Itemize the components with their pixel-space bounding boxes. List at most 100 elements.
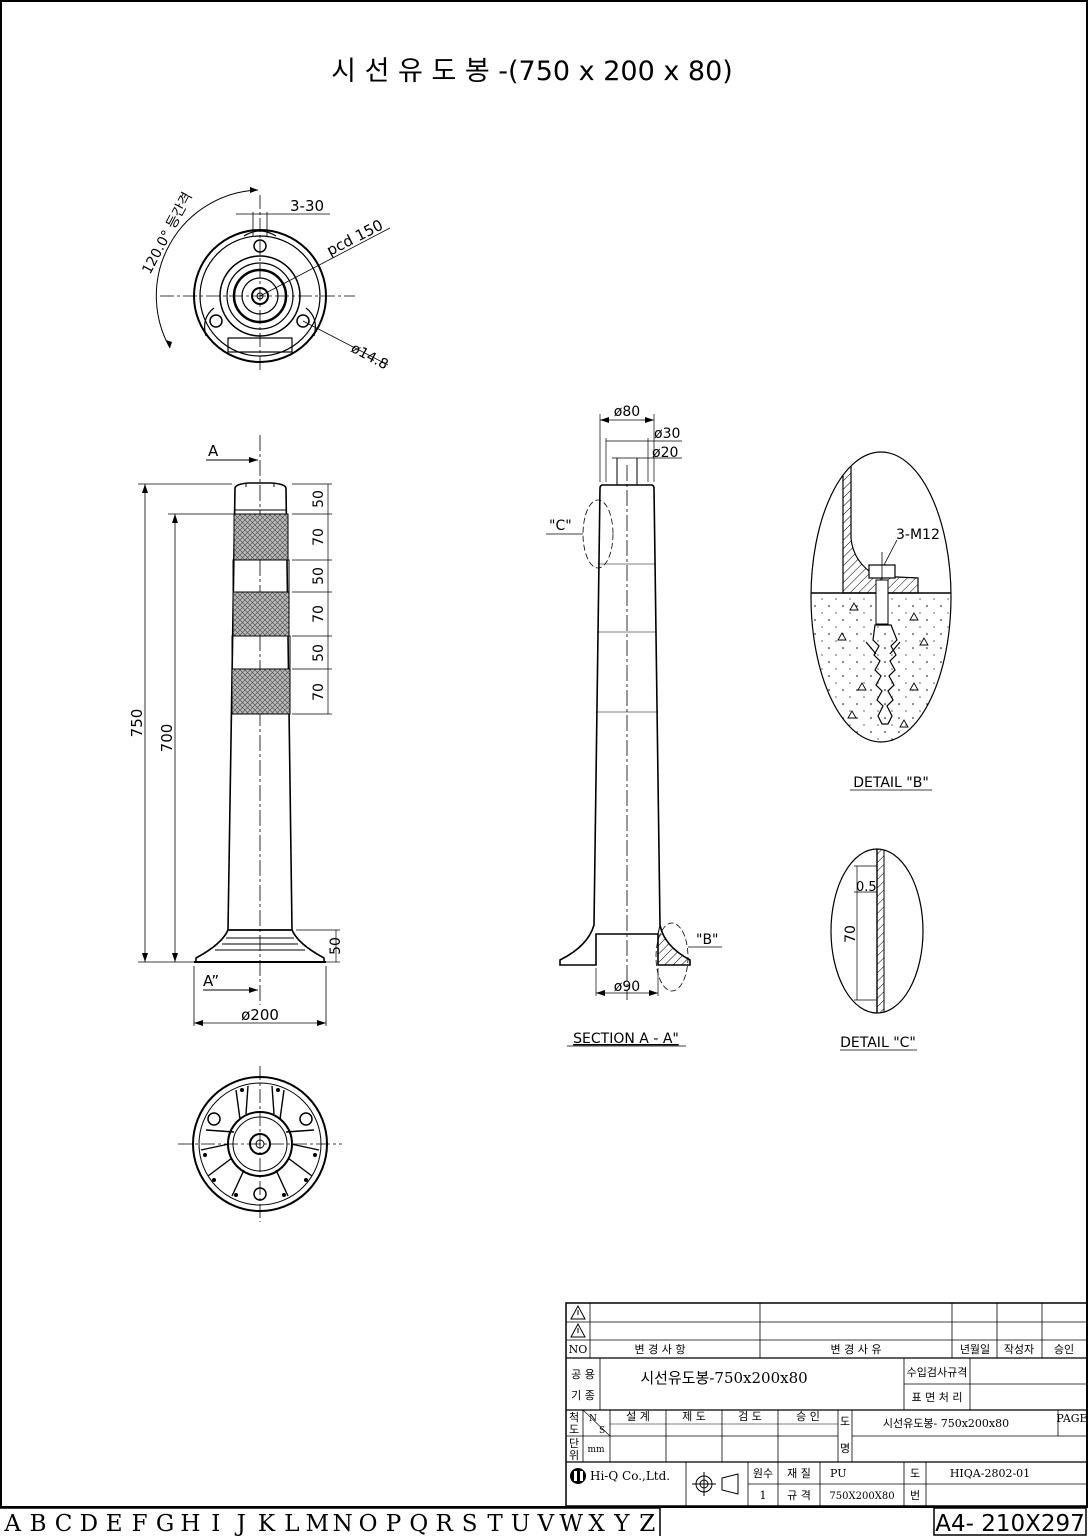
tb-spec: 750X200X80 xyxy=(829,1491,894,1502)
band-dimensions: 50 70 50 70 50 70 xyxy=(292,483,332,715)
reflective-band-1 xyxy=(233,513,289,561)
tb-unit-value: mm xyxy=(587,1445,605,1455)
footer-letter: T xyxy=(487,1511,503,1536)
company-logo-icon xyxy=(570,1468,586,1484)
footer-letter: R xyxy=(436,1511,454,1536)
tb-approval: 승 인 xyxy=(796,1410,820,1423)
band-dim-5: 50 xyxy=(311,644,327,662)
tb-drawing-no-label: 도 xyxy=(910,1467,920,1480)
tb-spec-label: 규 격 xyxy=(787,1489,811,1502)
tb-inspection-spec: 수입검사규격 xyxy=(907,1366,968,1379)
detail-c-thickness: 0.5 xyxy=(856,880,877,895)
tb-no: NO xyxy=(569,1343,588,1356)
section-base-diameter: ø90 xyxy=(614,979,640,995)
tb-product-name: 시선유도봉-750x200x80 xyxy=(640,1369,807,1387)
tb-scale-b: 도 xyxy=(569,1423,579,1436)
tb-drafting: 제 도 xyxy=(682,1410,706,1423)
footer-letter: U xyxy=(511,1511,530,1536)
tb-standard: 기 종 xyxy=(571,1389,595,1402)
callout-c: "C" xyxy=(549,518,572,534)
tb-number-label: 번 xyxy=(910,1489,920,1502)
footer-letter: N xyxy=(333,1511,353,1536)
base-diameter-dim: ø200 xyxy=(241,1006,279,1024)
reflective-band-2 xyxy=(232,591,290,637)
detail-c-length: 70 xyxy=(843,925,859,943)
front-view: A A” 750 700 50 70 50 70 50 xyxy=(128,435,344,1026)
tb-review: 검 도 xyxy=(738,1410,762,1423)
footer-letter: X xyxy=(588,1511,605,1536)
tb-change-items: 변 경 사 항 xyxy=(635,1343,686,1356)
footer-letter: S xyxy=(462,1511,478,1536)
dim-700: 700 xyxy=(158,724,176,753)
tb-author: 작성자 xyxy=(1004,1343,1034,1356)
footer-letter: E xyxy=(106,1511,123,1536)
tb-approve: 승인 xyxy=(1054,1343,1074,1356)
tb-change-reason: 변 경 사 유 xyxy=(831,1343,882,1356)
title-block: NO 변 경 사 항 변 경 사 유 년월일 작성자 승인 공 용 기 종 시선… xyxy=(565,1302,1088,1507)
footer-letter: O xyxy=(359,1511,378,1536)
footer-letter: P xyxy=(386,1511,401,1536)
callout-b: "B" xyxy=(696,932,718,948)
footer-letter: B xyxy=(30,1511,47,1536)
tb-unit-a: 단 xyxy=(569,1437,579,1450)
hole-diameter-label: ø14.8 xyxy=(348,340,391,373)
footer-letter: F xyxy=(132,1511,148,1536)
tb-qty: 1 xyxy=(760,1489,767,1502)
footer-letter: Y xyxy=(613,1511,630,1536)
footer-letter: L xyxy=(284,1511,299,1536)
detail-b-caption: DETAIL "B" xyxy=(853,775,929,791)
footer-letter: H xyxy=(180,1511,200,1536)
footer-letter: D xyxy=(80,1511,98,1536)
band-dim-2: 70 xyxy=(311,528,327,546)
band-dim-3: 50 xyxy=(311,567,327,585)
bolt-count-label: 3-30 xyxy=(290,197,324,215)
tb-name-label: 명 xyxy=(840,1442,850,1455)
detail-b-bolt-label: 3-M12 xyxy=(896,527,940,543)
tb-usage: 공 용 xyxy=(571,1368,595,1381)
footer-letter: C xyxy=(55,1511,73,1536)
section-view: ø80 ø30 ø20 "C" "B" ø90 SECTION A - A" xyxy=(546,404,722,1047)
section-mark-bottom: A” xyxy=(203,972,219,990)
tb-company: Hi-Q Co.,Ltd. xyxy=(590,1469,670,1483)
footer-letter: V xyxy=(536,1511,554,1536)
dim-750: 750 xyxy=(128,709,146,738)
tb-surface: 표 면 처 리 xyxy=(912,1391,963,1404)
band-dim-6: 70 xyxy=(311,683,327,701)
section-inner-diameter-2: ø20 xyxy=(652,445,678,461)
projection-symbol-icon xyxy=(692,1472,739,1496)
tb-s: S xyxy=(599,1426,605,1436)
tb-scale-a: 척 xyxy=(569,1411,579,1424)
base-height-dim: 50 xyxy=(328,937,344,955)
tb-page: PAGE xyxy=(1056,1412,1087,1425)
drawing-title: 시 선 유 도 봉 -(750 x 200 x 80) xyxy=(331,56,733,87)
section-top-diameter: ø80 xyxy=(614,404,640,420)
footer-letter: A xyxy=(3,1511,21,1536)
angle-label: 120.0° 등간격 xyxy=(139,190,195,277)
band-dim-4: 70 xyxy=(311,605,327,623)
footer-letter: Q xyxy=(409,1511,428,1536)
tb-drawing-no: HIQA-2802-01 xyxy=(950,1467,1030,1480)
footer-letter: W xyxy=(559,1511,583,1536)
tb-material-label: 재 질 xyxy=(787,1467,811,1480)
footer-letter: K xyxy=(258,1511,276,1536)
tb-qty-label: 원수 xyxy=(753,1467,773,1480)
paper-size-label: A4- 210X297 xyxy=(935,1511,1085,1536)
footer-letter: I xyxy=(211,1511,220,1536)
footer-letter: G xyxy=(156,1511,174,1536)
tb-unit-b: 위 xyxy=(569,1449,579,1462)
top-view: 120.0° 등간격 3-30 pcd 150 ø14.8 xyxy=(139,187,391,373)
footer-letter: J xyxy=(235,1511,246,1536)
bottom-view xyxy=(178,1066,342,1222)
band-dim-1: 50 xyxy=(311,490,327,508)
tb-n: N xyxy=(589,1414,597,1424)
tb-drawing-name: 시선유도봉- 750x200x80 xyxy=(883,1417,1009,1430)
footer-letter: M xyxy=(306,1511,330,1536)
tb-design: 설 계 xyxy=(626,1410,650,1423)
detail-b: 3-M12 DETAIL "B" xyxy=(810,451,952,791)
detail-c: 0.5 70 DETAIL "C" xyxy=(830,848,924,1051)
tb-date: 년월일 xyxy=(960,1342,990,1356)
section-caption: SECTION A - A" xyxy=(573,1031,679,1047)
section-mark-top: A xyxy=(208,442,219,460)
